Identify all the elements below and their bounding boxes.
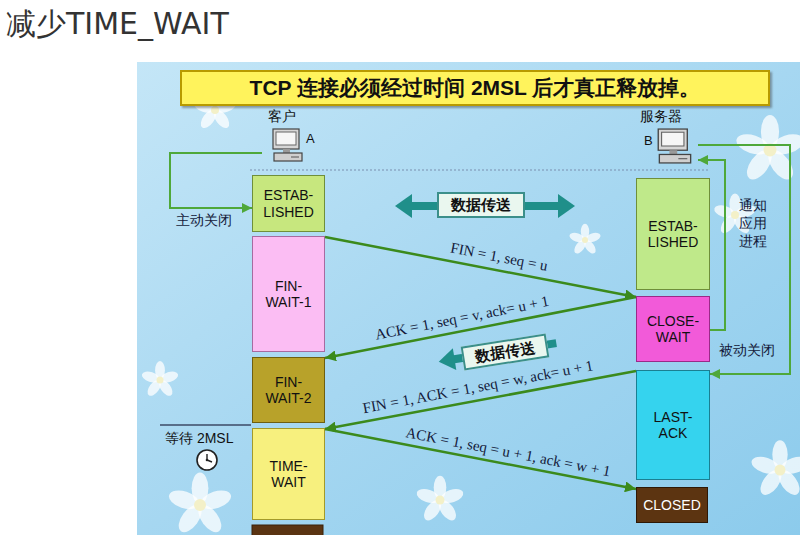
state-name: LAST- ACK: [640, 409, 706, 441]
host-letter: B: [644, 134, 653, 149]
page-heading: 减少TIME_WAIT: [6, 4, 229, 45]
server-computer: 服务器 B: [640, 110, 698, 168]
computer-icon: [656, 128, 694, 164]
client-computer: 客户 A: [262, 110, 320, 168]
state-box: FIN- WAIT-2: [252, 357, 325, 423]
title-banner: TCP 连接必须经过时间 2MSL 后才真正释放掉。: [180, 70, 770, 106]
wait-note: 等待 2MSL: [165, 430, 233, 448]
picture-ground: [137, 62, 800, 535]
message-arrow: [698, 145, 790, 374]
edge-label: 主动关闭: [176, 213, 232, 228]
state-name: FIN- WAIT-1: [256, 278, 321, 310]
state-box: CLOSED: [636, 487, 708, 523]
closed-state-bar: [252, 525, 323, 535]
state-name: CLOSE- WAIT: [640, 313, 706, 345]
computer-label: 服务器: [640, 108, 682, 124]
state-box: FIN- WAIT-1: [252, 236, 325, 352]
dashed-divider: [250, 169, 710, 170]
state-box: ESTAB- LISHED: [252, 175, 325, 232]
state-name: TIME- WAIT: [256, 458, 321, 490]
clock-icon: [197, 450, 217, 470]
state-box: LAST- ACK: [636, 370, 710, 480]
state-name: ESTAB- LISHED: [256, 187, 321, 219]
edge-label: 被动关闭: [719, 343, 775, 358]
edge-label: 通知应用进程: [739, 196, 768, 251]
banner-text: TCP 连接必须经过时间 2MSL 后才真正释放掉。: [250, 76, 701, 100]
host-letter: A: [306, 132, 315, 147]
state-name: ESTAB- LISHED: [640, 218, 706, 250]
state-box: CLOSE- WAIT: [636, 296, 710, 362]
message-arrow: [325, 237, 636, 297]
computer-label: 客户: [268, 108, 296, 124]
bracket-line: [160, 424, 251, 426]
state-box: ESTAB- LISHED: [636, 178, 710, 290]
message-arrow: [170, 153, 262, 208]
transfer-label: 数据传送: [451, 196, 511, 213]
state-name: FIN- WAIT-2: [256, 374, 321, 406]
data-transfer-box: 数据传送: [437, 192, 525, 218]
computer-icon: [271, 128, 305, 162]
state-name: CLOSED: [643, 497, 701, 513]
state-box: TIME- WAIT: [252, 428, 325, 520]
